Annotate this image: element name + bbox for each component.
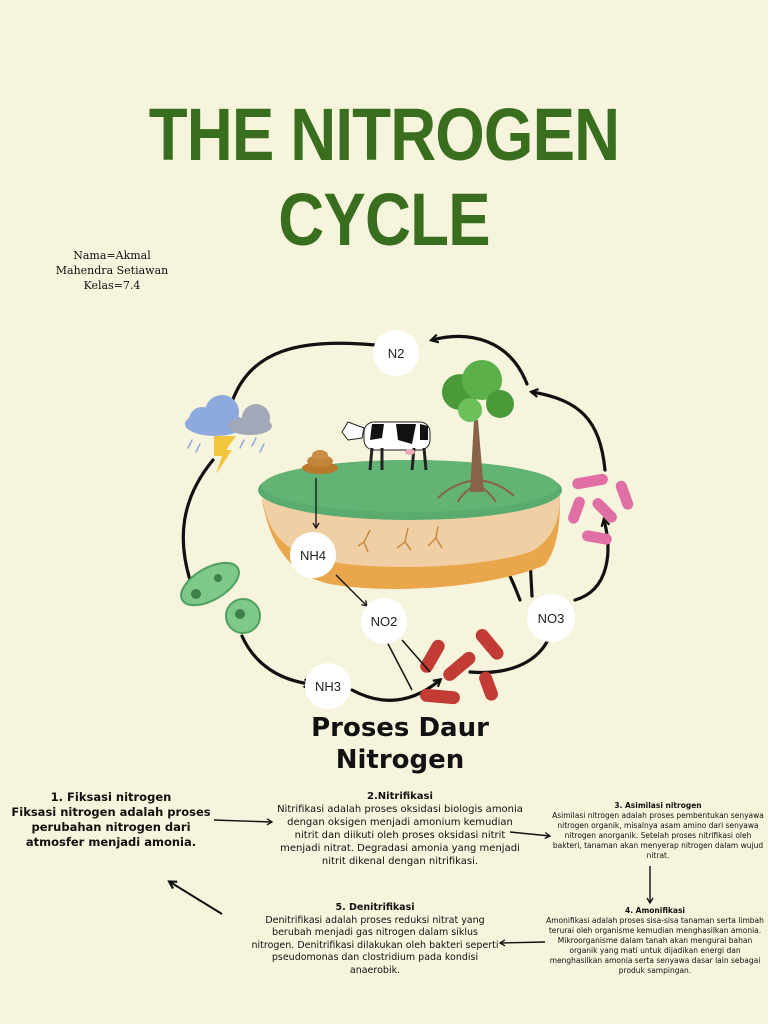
step-amonifikasi: 4. Amonifikasi Amonifikasi adalah proses… xyxy=(545,906,765,976)
arrow-tree-to-n2 xyxy=(432,336,529,386)
bacteria-pink-icon xyxy=(568,473,634,545)
node-no2: NO2 xyxy=(361,598,407,644)
arrow-step2-to-step3 xyxy=(509,831,552,840)
step-fiksasi-text: Fiksasi nitrogen adalah proses perubahan… xyxy=(11,805,211,849)
section-title: Proses Daur Nitrogen xyxy=(270,712,530,776)
arrow-step1-to-step2 xyxy=(213,818,274,826)
storm-cloud-icon xyxy=(185,395,272,474)
arrow-bacteria-to-nh3 xyxy=(240,634,310,684)
arrow-no2-to-bacteria xyxy=(385,639,413,691)
arrow-cloud-to-bacteria xyxy=(181,458,215,582)
node-nh3: NH3 xyxy=(305,663,351,709)
node-n2: N2 xyxy=(373,330,419,376)
step-fiksasi: 1. Fiksasi nitrogen Fiksasi nitrogen ada… xyxy=(6,790,216,850)
arrow-loop-to-tree xyxy=(532,392,607,472)
author-info: Nama=Akmal Mahendra Setiawan Kelas=7.4 xyxy=(40,248,184,293)
arrow-no3-loop xyxy=(573,520,608,602)
author-name-cont: Mahendra Setiawan xyxy=(55,264,169,277)
step-denitrifikasi: 5. Denitrifikasi Denitrifikasi adalah pr… xyxy=(250,902,500,977)
section-title-line1: Proses Daur xyxy=(311,713,489,743)
node-no2-label: NO2 xyxy=(371,614,398,629)
step-arrows xyxy=(213,818,654,947)
bacteria-red-icon xyxy=(420,629,504,705)
section-title-line2: Nitrogen xyxy=(335,745,465,775)
step-amonifikasi-text: Amonifikasi adalah proses sisa-sisa tana… xyxy=(546,916,764,975)
arrow-nh3-to-bottom xyxy=(350,680,440,702)
manure-icon xyxy=(302,450,338,474)
node-nh3-label: NH3 xyxy=(315,679,341,694)
step-amonifikasi-title: 4. Amonifikasi xyxy=(624,906,685,915)
tree-icon xyxy=(437,360,515,503)
node-no3: NO3 xyxy=(527,594,575,642)
land-island xyxy=(258,460,562,589)
bacteria-green-icon xyxy=(180,561,261,634)
step-nitrifikasi-text: Nitrifikasi adalah proses oksidasi biolo… xyxy=(277,804,523,867)
step-asimilasi-text: Asimilasi nitrogen adalah proses pembent… xyxy=(552,811,764,860)
step-denitrifikasi-text: Denitrifikasi adalah proses reduksi nitr… xyxy=(251,914,499,976)
step-nitrifikasi: 2.Nitrifikasi Nitrifikasi adalah proses … xyxy=(275,790,525,868)
cow-icon xyxy=(341,421,431,471)
step-asimilasi: 3. Asimilasi nitrogen Asimilasi nitrogen… xyxy=(552,801,764,861)
step-denitrifikasi-title: 5. Denitrifikasi xyxy=(335,902,415,913)
node-no3-label: NO3 xyxy=(538,611,565,626)
step-nitrifikasi-title: 2.Nitrifikasi xyxy=(367,791,433,802)
node-n2-label: N2 xyxy=(388,346,405,361)
arrow-no3-to-bacteria xyxy=(468,638,550,675)
page-title: THE NITROGEN CYCLE xyxy=(148,93,620,261)
node-nh4-label: NH4 xyxy=(300,548,326,563)
arrow-nh4-to-no2 xyxy=(335,574,368,607)
author-name: Nama=Akmal xyxy=(73,249,151,262)
arrow-step5-to-step1 xyxy=(170,882,223,915)
step-fiksasi-title: 1. Fiksasi nitrogen xyxy=(50,790,172,804)
node-nh4: NH4 xyxy=(290,532,336,578)
author-class: Kelas=7.4 xyxy=(83,279,141,292)
cycle-arrows xyxy=(181,336,608,702)
arrow-step4-to-step5 xyxy=(498,939,546,947)
arrow-n2-to-cloud xyxy=(230,341,377,404)
step-asimilasi-title: 3. Asimilasi nitrogen xyxy=(614,801,702,810)
arrow-no2-right xyxy=(401,639,431,673)
